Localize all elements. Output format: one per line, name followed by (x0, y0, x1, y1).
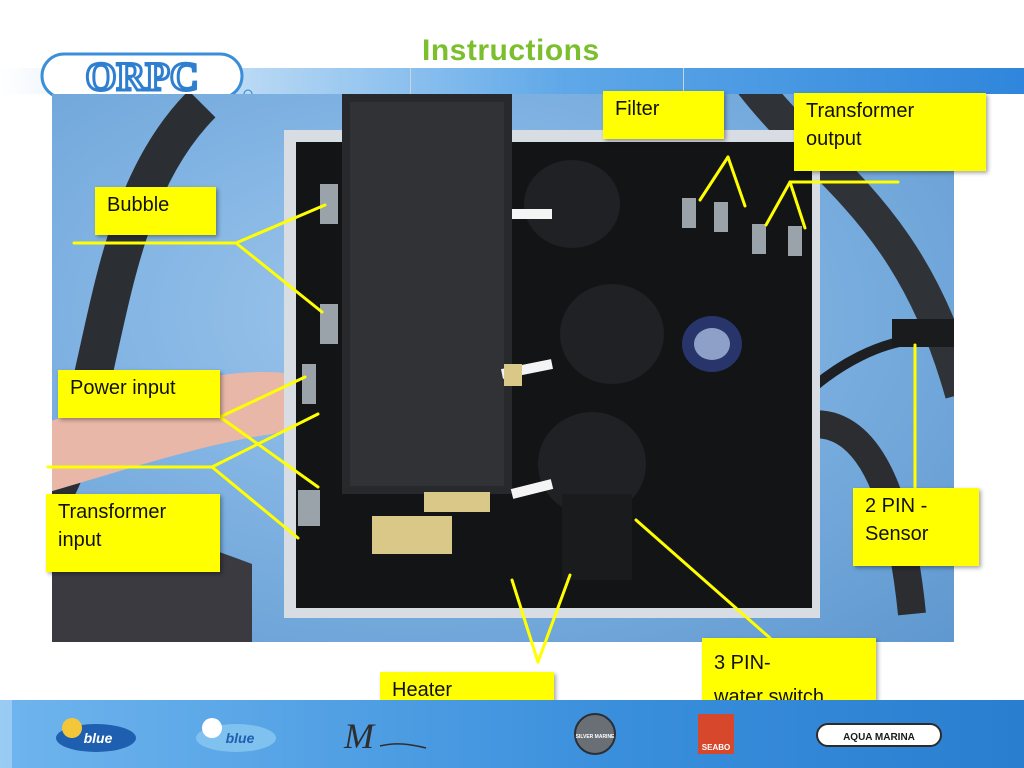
svg-text:ORPC: ORPC (85, 54, 198, 99)
svg-text:SEABO: SEABO (702, 743, 730, 752)
transformer-output-label: Transformer output (794, 93, 986, 171)
page-title: Instructions (422, 34, 600, 67)
brand-logo-aqua-marina: AQUA MARINA (815, 710, 945, 758)
brand-logo-m: M (340, 710, 430, 758)
filter-label: Filter (603, 91, 724, 139)
footer-panel (0, 700, 12, 768)
svg-text:blue: blue (84, 730, 113, 746)
water-switch-line-1: 3 PIN- (714, 652, 771, 674)
transformer-input-label: Transformer input (46, 494, 220, 572)
orpc-logo: ORPC (40, 52, 253, 101)
svg-text:M: M (343, 716, 376, 756)
brand-logo-blue-1: blue (50, 710, 150, 758)
svg-text:blue: blue (226, 730, 255, 746)
bubble-label: Bubble (95, 187, 216, 235)
sensor-label: 2 PIN - Sensor (853, 488, 979, 566)
svg-text:SILVER MARINE: SILVER MARINE (576, 734, 615, 740)
power-input-label: Power input (58, 370, 220, 418)
brand-logo-blue-2: blue (190, 710, 290, 758)
brand-logo-seabo: SEABO (694, 710, 740, 758)
footer-brand-bar: blue blue M SILVER MARINE SEABO AQUA MAR… (0, 700, 1024, 768)
brand-logo-silver-marine: SILVER MARINE (570, 710, 620, 758)
svg-text:AQUA MARINA: AQUA MARINA (843, 732, 915, 743)
